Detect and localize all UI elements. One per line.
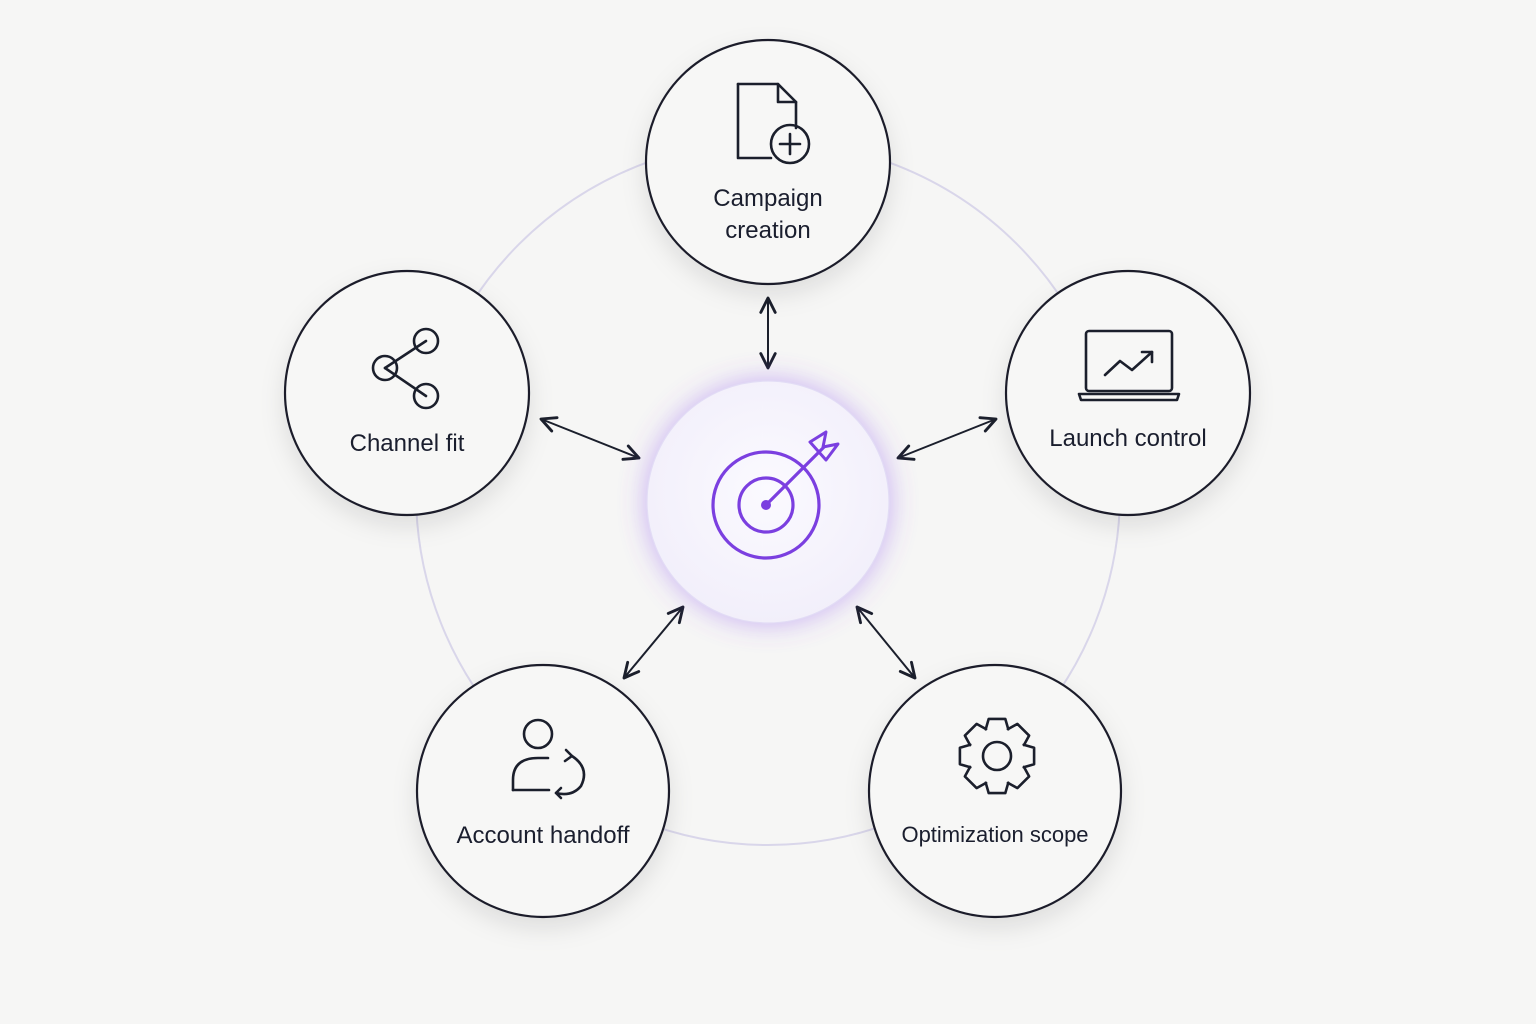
node-circle [644,38,892,286]
arrow-channel-fit [539,416,641,461]
node-label: Optimization scope [901,822,1088,847]
arrow-launch-control [896,416,998,461]
target-arrow-icon [711,430,840,560]
center-hub [646,380,890,624]
connector-arrows [539,296,998,680]
node-channel-fit: Channel fit [283,269,531,517]
gear-icon [958,717,1036,795]
arrow-optimization-scope [855,605,917,680]
user-cycle-icon [511,718,586,800]
share-icon [371,327,440,410]
node-account-handoff: Account handoff [415,663,671,919]
node-label: Account handoff [456,822,629,849]
node-label: Campaign [713,185,822,212]
node-label: Channel fit [350,430,465,457]
node-label: creation [725,217,810,244]
node-circle [867,663,1123,919]
node-label: Launch control [1049,425,1206,452]
arrow-account-handoff [622,605,685,680]
node-circle [283,269,531,517]
document-plus-icon [736,82,811,165]
node-launch-control: Launch control [1004,269,1252,517]
node-campaign-creation: Campaign creation [644,38,892,286]
gear-outline [958,717,1036,795]
laptop-trend-icon [1077,329,1181,402]
node-optimization-scope: Optimization scope [867,663,1123,919]
gear-hole [981,740,1013,772]
